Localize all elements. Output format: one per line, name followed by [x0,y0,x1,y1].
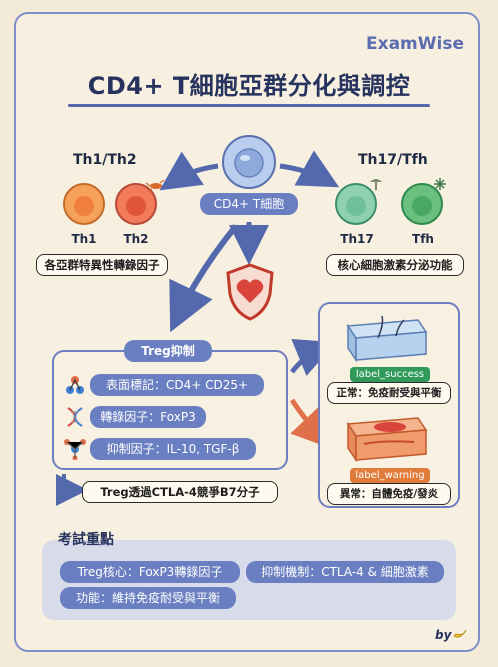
dna-icon [67,407,83,427]
left-group-title: Th1/Th2 [73,152,137,168]
cd4-cell-label: CD4+ T細胞 [200,193,298,215]
exam-pill-2: 抑制機制：CTLA-4 & 細胞激素 [246,561,444,583]
heart-shield-icon [226,263,274,321]
th17-label: Th17 [340,232,374,246]
title-underline [68,104,430,107]
network-icon [64,439,86,460]
arrow-to-note [56,474,88,506]
warning-caption: 異常：自體免疫/發炎 [327,483,451,505]
banana-logo-icon [453,629,467,638]
exam-pill-1: Treg核心：FoxP3轉錄因子 [60,561,240,583]
treg-item-2: 轉錄因子：FoxP3 [90,406,206,428]
th2-label: Th2 [123,232,149,246]
treg-header: Treg抑制 [124,340,212,362]
signature-text: by [435,628,452,642]
exam-header: 考試重點 [58,532,114,548]
arrow-to-th17tfh [279,150,340,188]
page-title: CD4+ T細胞亞群分化與調控 [87,72,411,100]
th1-th2-cells-icon [63,180,165,225]
th1-label: Th1 [71,232,97,246]
th17-tfh-cells-icon [335,178,446,225]
success-caption: 正常：免疫耐受與平衡 [327,382,451,404]
right-group-title: Th17/Tfh [358,152,428,168]
arrow-to-th1th2 [159,151,219,191]
treg-item-3: 抑制因子：IL-10, TGF-β [90,438,256,460]
arrow-to-treg [169,224,239,333]
brand-logo: ExamWise [366,34,464,54]
left-group-caption: 各亞群特異性轉錄因子 [36,254,168,276]
cd4-cell-icon [222,135,276,189]
right-group-caption: 核心細胞激素分泌功能 [326,254,464,276]
treg-item-1: 表面標記：CD4+ CD25+ [90,374,264,396]
exam-pill-3: 功能：維持免疫耐受與平衡 [60,587,236,609]
treg-note: Treg透過CTLA-4競爭B7分子 [82,481,278,503]
molecule-icon [66,376,84,394]
success-tag: label_success [350,367,430,382]
warning-tag: label_warning [350,468,430,483]
healthy-skin-icon [346,315,428,363]
inflamed-skin-icon [346,417,428,463]
tfh-label: Tfh [412,232,434,246]
